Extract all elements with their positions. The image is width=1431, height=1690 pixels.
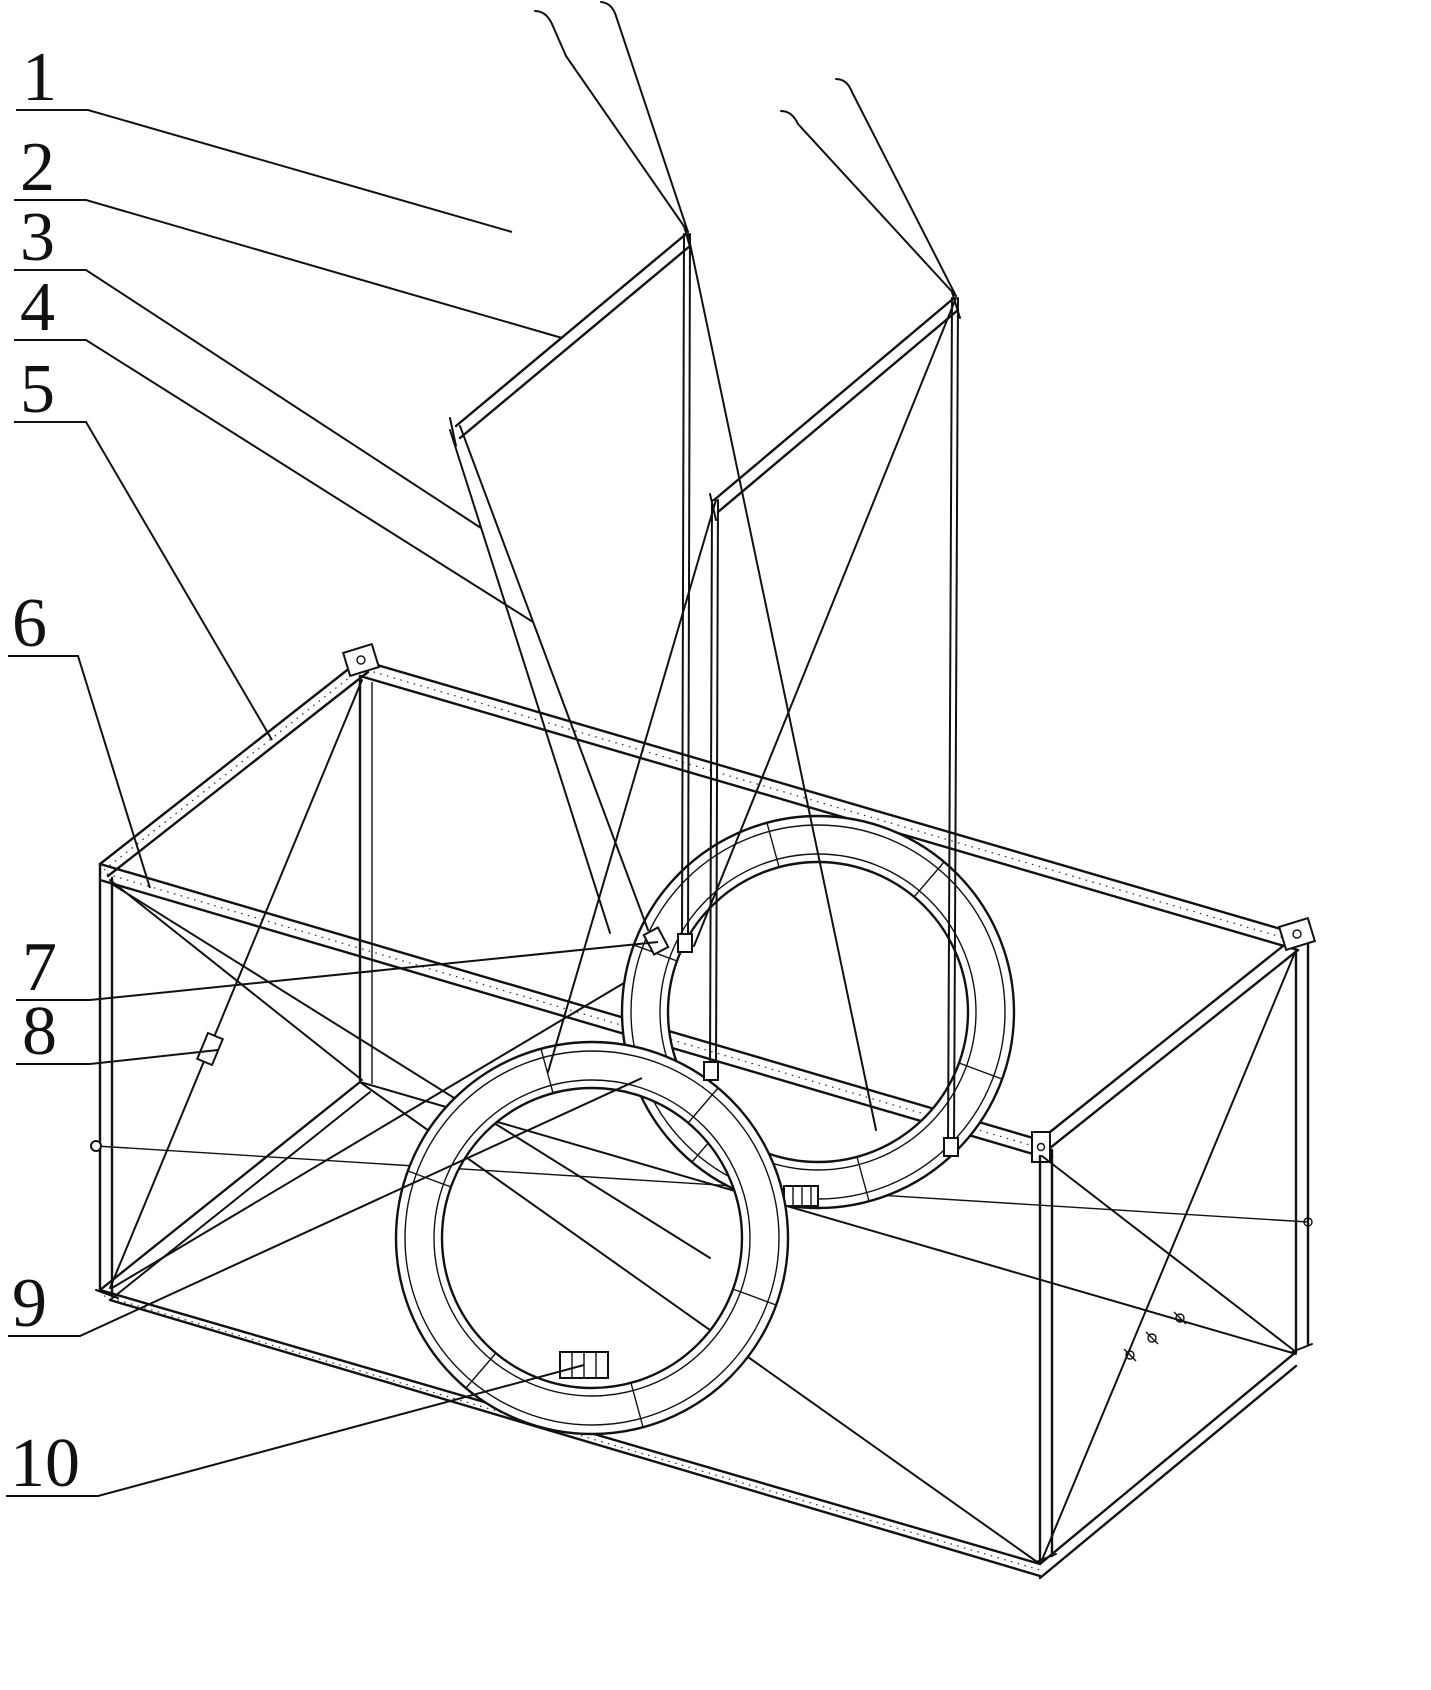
leader-line-10 [6, 1364, 585, 1497]
figure-label-5: 5 [20, 351, 55, 428]
figure-label-1: 1 [22, 39, 57, 116]
front-ring-joint-ticks [407, 1048, 777, 1428]
figure-label-7: 7 [22, 929, 57, 1006]
figure-label-10: 10 [10, 1425, 80, 1502]
rear-ring-joint-block [783, 1185, 819, 1207]
tie-rod-knob [90, 1140, 102, 1152]
figure-label-8: 8 [22, 993, 57, 1070]
spreader-beam-rear [709, 291, 961, 521]
fastener-marks [1123, 1311, 1187, 1362]
figure-label-3: 3 [20, 199, 55, 276]
leader-line-4 [14, 339, 534, 623]
leader-line-1 [16, 109, 513, 233]
figure-label-2: 2 [20, 129, 55, 206]
leader-line-7 [16, 941, 659, 1001]
corner-pad-back-right [1277, 916, 1317, 952]
frame-structure [90, 642, 1317, 1580]
rear-ring-lifting-lug [642, 926, 670, 956]
figure-label-9: 9 [12, 1265, 47, 1342]
leader-line-6 [8, 655, 151, 889]
leader-lines [6, 109, 659, 1497]
rear-ring-segment [620, 814, 1016, 1210]
sling-hook-icon [780, 110, 799, 125]
leader-line-8 [16, 1049, 219, 1065]
leader-line-2 [14, 199, 563, 339]
figure-label-6: 6 [12, 585, 47, 662]
turnbuckle [195, 1031, 225, 1067]
leader-line-3 [14, 269, 482, 529]
hanger-posts [681, 233, 959, 1147]
sling-hook-icon [534, 10, 553, 25]
figure-label-4: 4 [20, 269, 55, 346]
leader-line-5 [14, 421, 273, 741]
spreader-beam-front [449, 225, 693, 447]
sling-lines [449, 233, 957, 1131]
lifting-structure [449, 1, 961, 1157]
figure-labels: 1 2 3 4 5 6 7 8 9 10 [10, 39, 80, 1502]
sling-hook-icon [835, 78, 853, 93]
sling-hook-icon [600, 1, 617, 17]
ring-attachment-lugs [677, 933, 959, 1157]
corner-pad-back-left [341, 642, 381, 678]
leader-line-9 [8, 1077, 643, 1337]
crane-slings [534, 1, 957, 297]
